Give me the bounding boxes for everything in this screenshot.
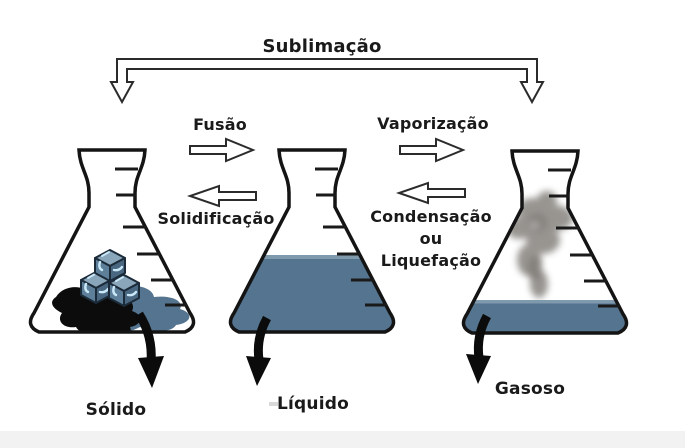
solidificacao-label: Solidificação: [157, 209, 275, 228]
condensacao-line-3: Liquefação: [380, 251, 482, 270]
solid-pointer-arrow-icon: [135, 311, 164, 388]
vaporizacao-label: Vaporização: [377, 114, 489, 133]
sublimation-label: Sublimação: [262, 36, 382, 57]
fusao-label: Fusão: [193, 115, 247, 134]
fusao-right-arrow-icon: [189, 137, 256, 163]
condensacao-left-arrow-icon: [395, 181, 466, 205]
liquido-state-label: Líquido: [276, 394, 350, 414]
bottom-edge-band: [0, 431, 685, 448]
liquid-pointer-arrow-icon: [246, 315, 271, 386]
sublimation-bracket-arrow-icon: [109, 58, 545, 105]
vaporizacao-right-arrow-icon: [399, 137, 466, 163]
condensacao-line-2: ou: [419, 229, 443, 248]
gasoso-state-label: Gasoso: [494, 379, 566, 399]
solido-state-label: Sólido: [85, 400, 147, 420]
residual-liquid-surface: [463, 300, 627, 304]
flask-solid: [28, 148, 196, 334]
melt-puddle-black: [52, 281, 140, 332]
liquid-surface: [230, 255, 394, 259]
flask-gas-contents: [463, 191, 627, 333]
flask-solid-contents: [52, 248, 190, 332]
flask-liquid: [228, 148, 396, 334]
artifact-dash: [269, 402, 278, 406]
condensacao-label: Condensação ou Liquefação: [370, 206, 492, 272]
solidificacao-left-arrow-icon: [186, 184, 257, 208]
ice-cube-icon: [93, 248, 127, 283]
gas-smoke-core: [527, 214, 547, 280]
gas-pointer-arrow-icon: [466, 313, 491, 384]
flask-gas: [461, 149, 629, 335]
condensacao-line-1: Condensação: [370, 207, 492, 226]
